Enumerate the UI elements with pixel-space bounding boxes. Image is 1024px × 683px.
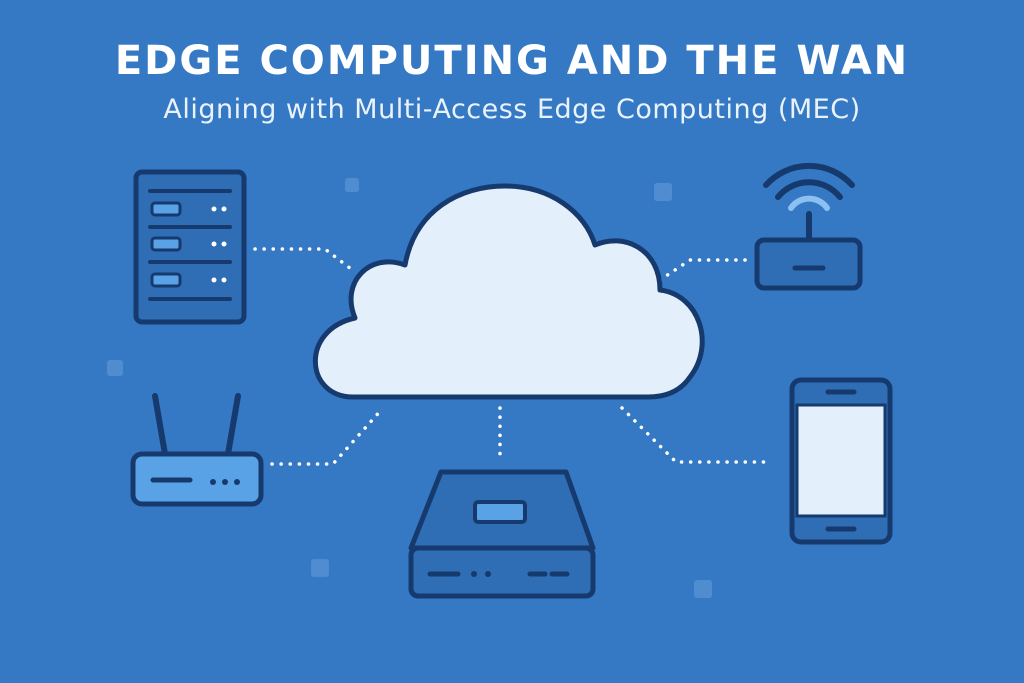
wifi-router-icon	[754, 162, 863, 291]
cloud-icon	[312, 183, 705, 400]
deco-square	[654, 183, 672, 201]
edge-server-box-icon	[408, 469, 596, 599]
deco-square	[311, 559, 329, 577]
network-router-icon	[130, 393, 264, 507]
deco-square	[345, 178, 359, 192]
connector-wifi-router	[658, 258, 752, 282]
smartphone-icon	[789, 377, 893, 545]
connectors	[253, 247, 774, 466]
deco-square	[694, 580, 712, 598]
page-title: EDGE COMPUTING AND THE WAN	[114, 38, 910, 84]
server-rack-icon	[133, 169, 247, 325]
deco-square	[107, 360, 123, 376]
connector-network-router	[270, 406, 385, 466]
background-decorations	[107, 178, 712, 598]
page-subtitle: Aligning with Multi-Access Edge Computin…	[163, 94, 861, 125]
connector-smartphone	[620, 406, 774, 464]
connector-server-rack	[253, 247, 357, 274]
